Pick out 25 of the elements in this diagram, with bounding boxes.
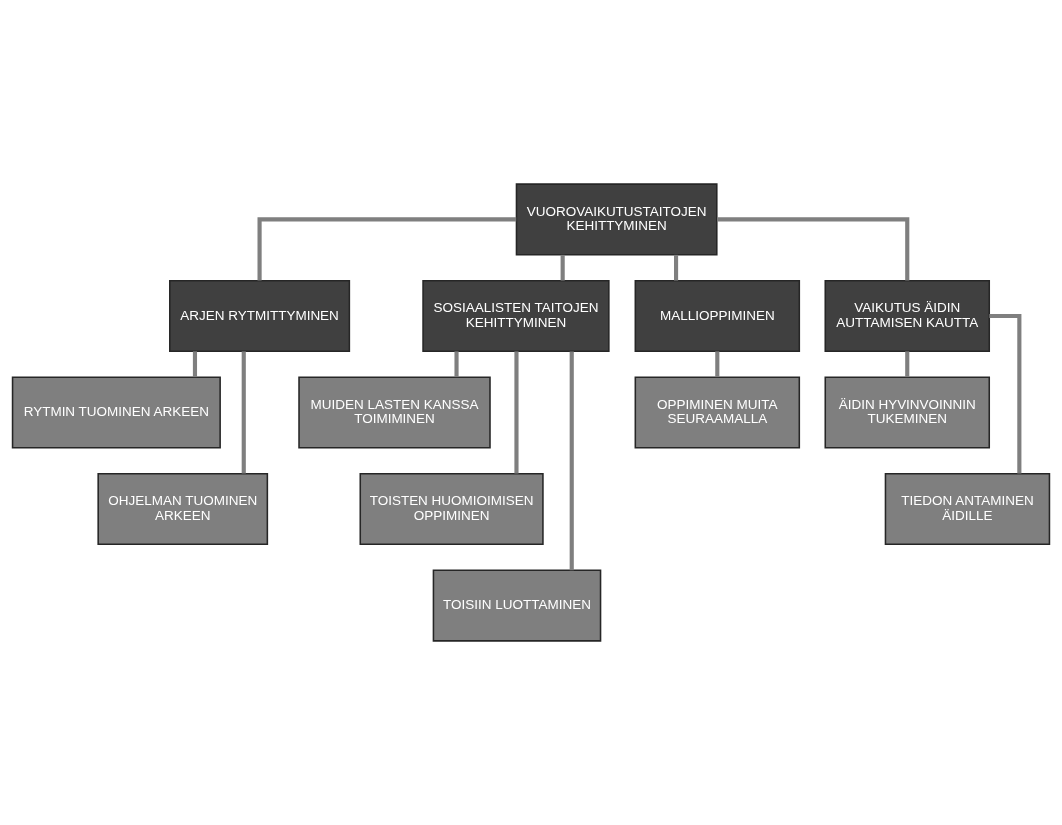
connector [560,254,565,281]
node-box: VAIKUTUS ÄIDIN AUTTAMISEN KAUTTA [824,279,991,353]
connector [673,254,679,281]
connector [905,351,910,378]
connector [241,351,246,474]
node-box: MALLIOPPIMINEN [634,279,801,353]
connector [569,351,574,571]
node-box: TOISTEN HUOMIOIMISEN OPPIMINEN [359,472,544,546]
node-box: ARJEN RYTMITTYMINEN [169,279,351,353]
node-box: TIEDON ANTAMINEN ÄIDILLE [884,472,1051,546]
node-box: OHJELMAN TUOMINEN ARKEEN [97,472,269,546]
node-box: MUIDEN LASTEN KANSSA TOIMIMINEN [298,376,491,449]
connector [454,351,459,378]
connector [192,351,198,378]
connector [717,217,910,281]
connector [257,217,517,281]
connector [514,351,519,474]
node-box: TOISIIN LUOTTAMINEN [432,569,602,642]
node-box: ÄIDIN HYVINVOINNIN TUKEMINEN [824,376,991,449]
node-box: RYTMIN TUOMINEN ARKEEN [11,376,221,449]
connector [715,351,720,378]
connector [989,313,1022,474]
node-box: VUOROVAIKUTUSTAITOJEN KEHITTYMINEN [515,183,718,256]
node-box: OPPIMINEN MUITA SEURAAMALLA [634,376,801,449]
node-box: SOSIAALISTEN TAITOJEN KEHITTYMINEN [422,279,610,353]
